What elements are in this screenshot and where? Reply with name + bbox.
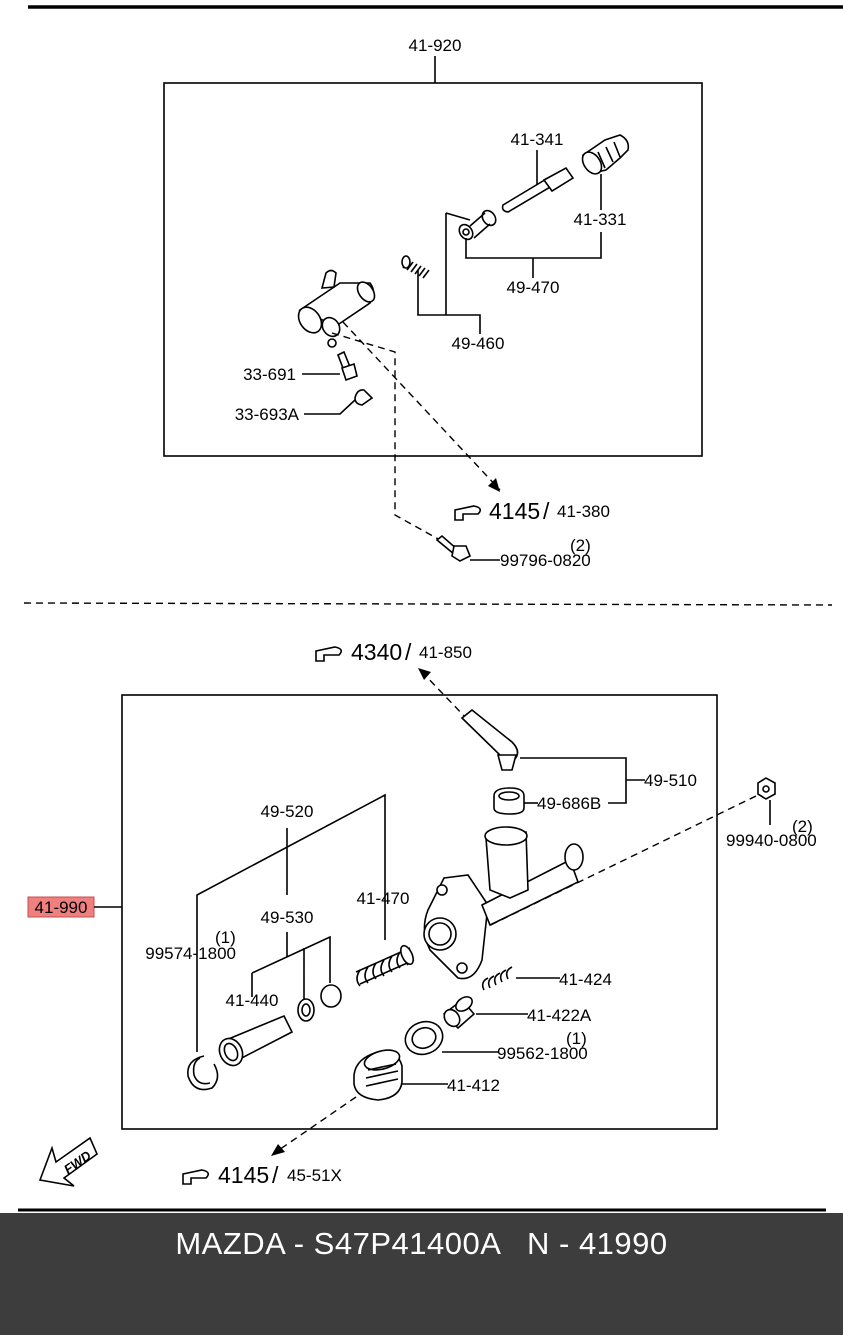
leader-49-510 [520,757,645,804]
label-41-470: 41-470 [357,889,410,908]
section-separator [23,602,833,606]
dashed-ref-leader [342,321,501,491]
label-o-ring-qty: (1) [566,1029,587,1048]
ref-section-bottom: 4145 [218,1162,269,1188]
valve-spring [481,966,513,991]
label-bolt-qty: (2) [570,536,591,555]
top-assembly-frame [163,82,703,457]
reference-4145-top: 4145 / 41-380 [454,498,610,524]
pointing-hand-icon [315,646,343,662]
label-99574-1800: 99574-1800 [145,944,236,963]
ref-sub-bottom: 45-51X [287,1166,342,1185]
label-41-422A: 41-422A [527,1006,592,1025]
release-cylinder-body [297,269,376,348]
master-cylinder-body [423,826,584,980]
label-41-331: 41-331 [574,210,627,229]
top-diagram: 41-920 [163,36,703,570]
hose-clamp-cap [493,787,525,815]
label-49-520: 49-520 [261,802,314,821]
label-49-686B: 49-686B [537,794,601,813]
footer-bar [0,1213,843,1335]
snap-ring [187,1055,219,1091]
label-41-341: 41-341 [511,130,564,149]
label-49-470: 49-470 [507,278,560,297]
return-spring [355,944,415,987]
master-piston [218,1014,294,1067]
o-ring [404,1020,444,1056]
label-41-990[interactable]: 41-990 [35,898,88,917]
label-49-530: 49-530 [261,908,314,927]
seal-cup [320,984,342,1008]
label-99562-1800: 99562-1800 [497,1044,588,1063]
hose-fitting [460,708,519,771]
label-snap-ring-qty: (1) [215,928,236,947]
label-49-510: 49-510 [644,771,697,790]
label-99940-0800: 99940-0800 [726,831,817,850]
hex-nut [757,777,776,800]
release-spring [401,255,430,279]
label-41-440: 41-440 [226,991,279,1010]
label-41-920: 41-920 [409,36,462,55]
bleeder-cap [354,389,374,406]
label-49-460: 49-460 [452,334,505,353]
mounting-bolt [435,534,472,562]
label-33-693A: 33-693A [235,405,300,424]
fwd-arrow-icon: FWD [38,1136,98,1187]
valve-body [442,996,476,1030]
dashed-bolt-leader [331,332,441,541]
reservoir-cap [353,1049,403,1101]
pointing-hand-icon [182,1169,210,1185]
dust-boot [581,134,630,175]
label-nut-qty: (2) [792,817,813,836]
svg-text:/: / [272,1162,279,1188]
leader-49-520 [196,793,386,1052]
footer-part-number: MAZDA - S47P41400A N - 41990 [175,1226,668,1261]
label-41-424: 41-424 [559,970,612,989]
label-41-412: 41-412 [447,1076,500,1095]
ref-sub-top: 41-380 [557,502,610,521]
bottom-diagram: 4340 / 41-850 41-990 49-510 49-686B [27,639,817,1188]
ref-section-mid: 4340 [351,639,402,665]
leader-49-460 [417,213,481,334]
reference-4340: 4340 / 41-850 [315,639,472,665]
reference-4145-bottom: 4145 / 45-51X [182,1162,342,1188]
svg-text:/: / [405,639,412,665]
pointing-hand-icon [454,505,482,521]
ref-section-top: 4145 [489,498,540,524]
svg-text:/: / [543,498,550,524]
leader-49-470 [465,232,602,259]
bleeder-screw [336,350,358,382]
release-piston [458,209,497,241]
bottom-assembly-frame [121,694,718,1130]
label-99796-0820: 99796-0820 [500,551,591,570]
label-33-691: 33-691 [243,365,296,384]
ref-sub-mid: 41-850 [419,643,472,662]
push-rod [501,166,575,213]
leader-49-530 [251,932,331,1000]
